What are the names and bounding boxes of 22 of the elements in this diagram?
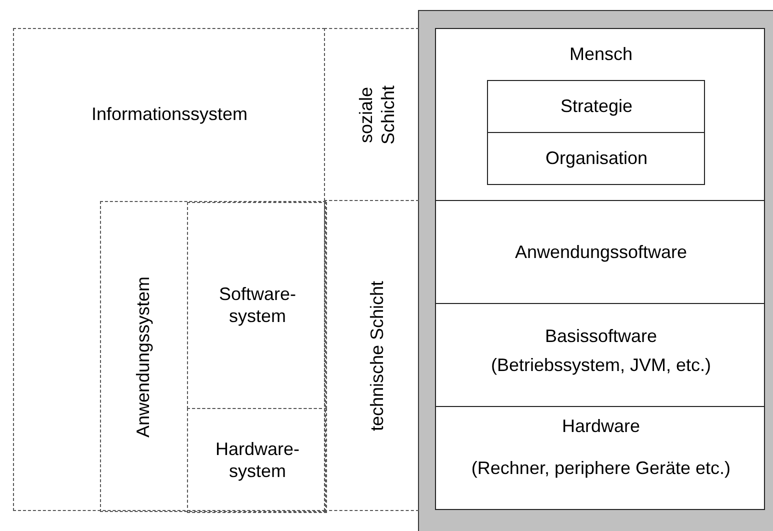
vertical-label: soziale Schicht: [356, 84, 399, 147]
dashed-region: [324, 28, 419, 201]
dashed-region: [100, 201, 326, 512]
layer-label: Software- system: [218, 284, 298, 328]
layer-box: [487, 132, 705, 185]
layer-box: [487, 80, 705, 133]
layer-label: (Rechner, periphere Geräte etc.): [471, 458, 731, 480]
layer-label: Anwendungssoftware: [514, 242, 688, 264]
vertical-label: Anwendungssystem: [133, 276, 154, 438]
layer-label: Organisation: [545, 148, 648, 170]
vertical-label: technische Schicht: [367, 280, 388, 432]
layer-label: Strategie: [560, 96, 633, 118]
dashed-region: [324, 200, 419, 511]
dashed-region: [187, 202, 327, 409]
dashed-region: [13, 28, 325, 511]
dashed-region: [187, 408, 327, 513]
layer-label: Hardware: [562, 416, 640, 438]
layer-label: Informationssystem: [91, 104, 248, 126]
layer-label: Hardware- system: [214, 439, 301, 483]
layer-label: Mensch: [569, 44, 633, 66]
layer-label: Basissoftware: [544, 326, 658, 348]
layer-label: (Betriebssystem, JVM, etc.): [490, 355, 712, 377]
